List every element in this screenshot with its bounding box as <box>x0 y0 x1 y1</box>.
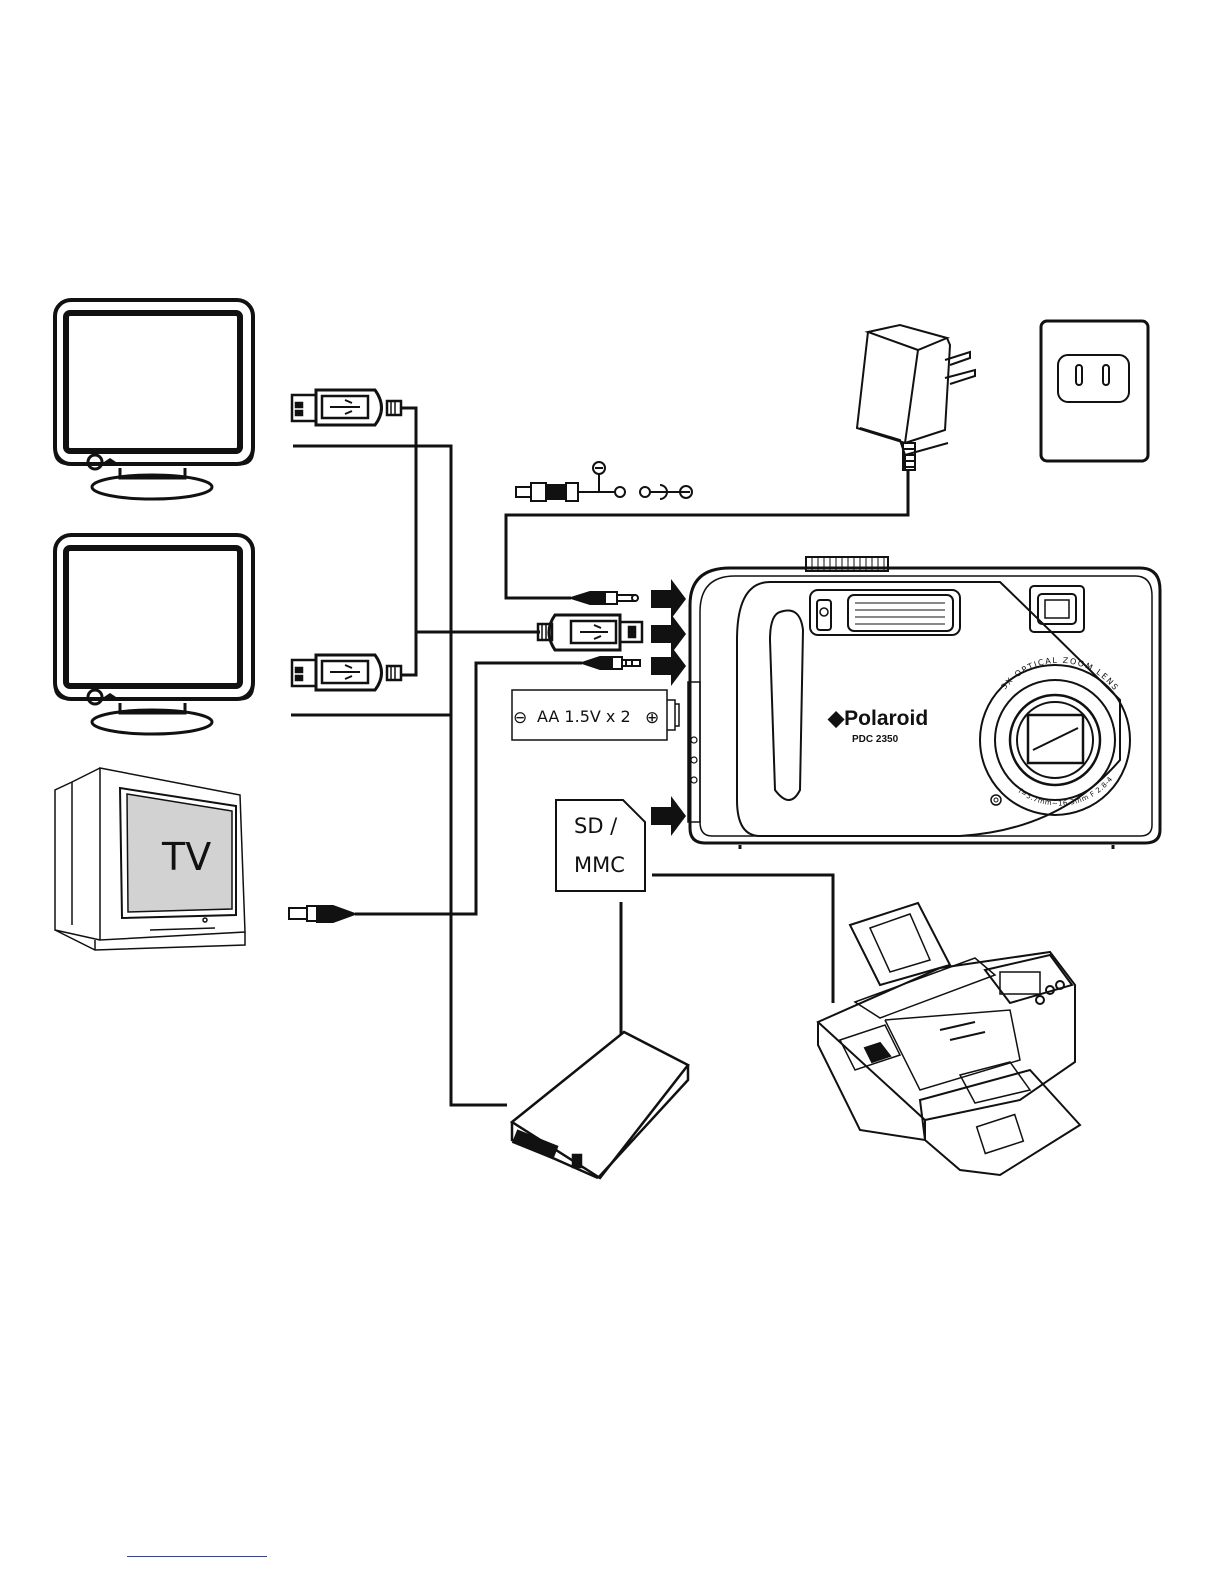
monitor-icon <box>55 300 253 499</box>
usb-connector-icon <box>292 390 401 425</box>
camera-icon <box>688 557 1160 849</box>
footer-link-underline <box>127 1556 267 1557</box>
battery-minus: ⊖ <box>513 708 527 728</box>
ac-adapter-icon <box>857 325 975 470</box>
wall-outlet-icon <box>1041 321 1148 461</box>
usb-connector-icon <box>538 615 642 650</box>
lens-ring-top-text: 3X OPTICAL ZOOM LENS <box>999 656 1120 693</box>
rca-plug-icon <box>289 906 355 922</box>
arrow-right-icon <box>651 579 686 619</box>
arrow-right-icon <box>651 646 686 686</box>
battery-plus: ⊕ <box>645 708 659 728</box>
battery-label: AA 1.5V x 2 <box>537 707 631 726</box>
printer-icon <box>818 903 1080 1175</box>
sd-card-label-line1: SD / <box>574 814 618 838</box>
dc-plug-icon <box>571 592 638 604</box>
camera-model: PDC 2350 <box>852 734 899 745</box>
sd-card-label-line2: MMC <box>574 853 625 877</box>
camera-brand: ◆Polaroid <box>827 707 928 730</box>
arrow-right-icon <box>651 614 686 654</box>
monitor-icon <box>55 535 253 734</box>
cable-lines <box>291 408 908 1105</box>
rca-plug-icon <box>582 657 640 669</box>
tv-icon <box>55 768 245 950</box>
tv-label: TV <box>161 835 211 879</box>
card-reader-icon <box>512 1032 688 1178</box>
dc-polarity-icon <box>516 462 692 501</box>
usb-connector-icon <box>292 655 401 690</box>
arrow-right-icon <box>651 796 686 836</box>
